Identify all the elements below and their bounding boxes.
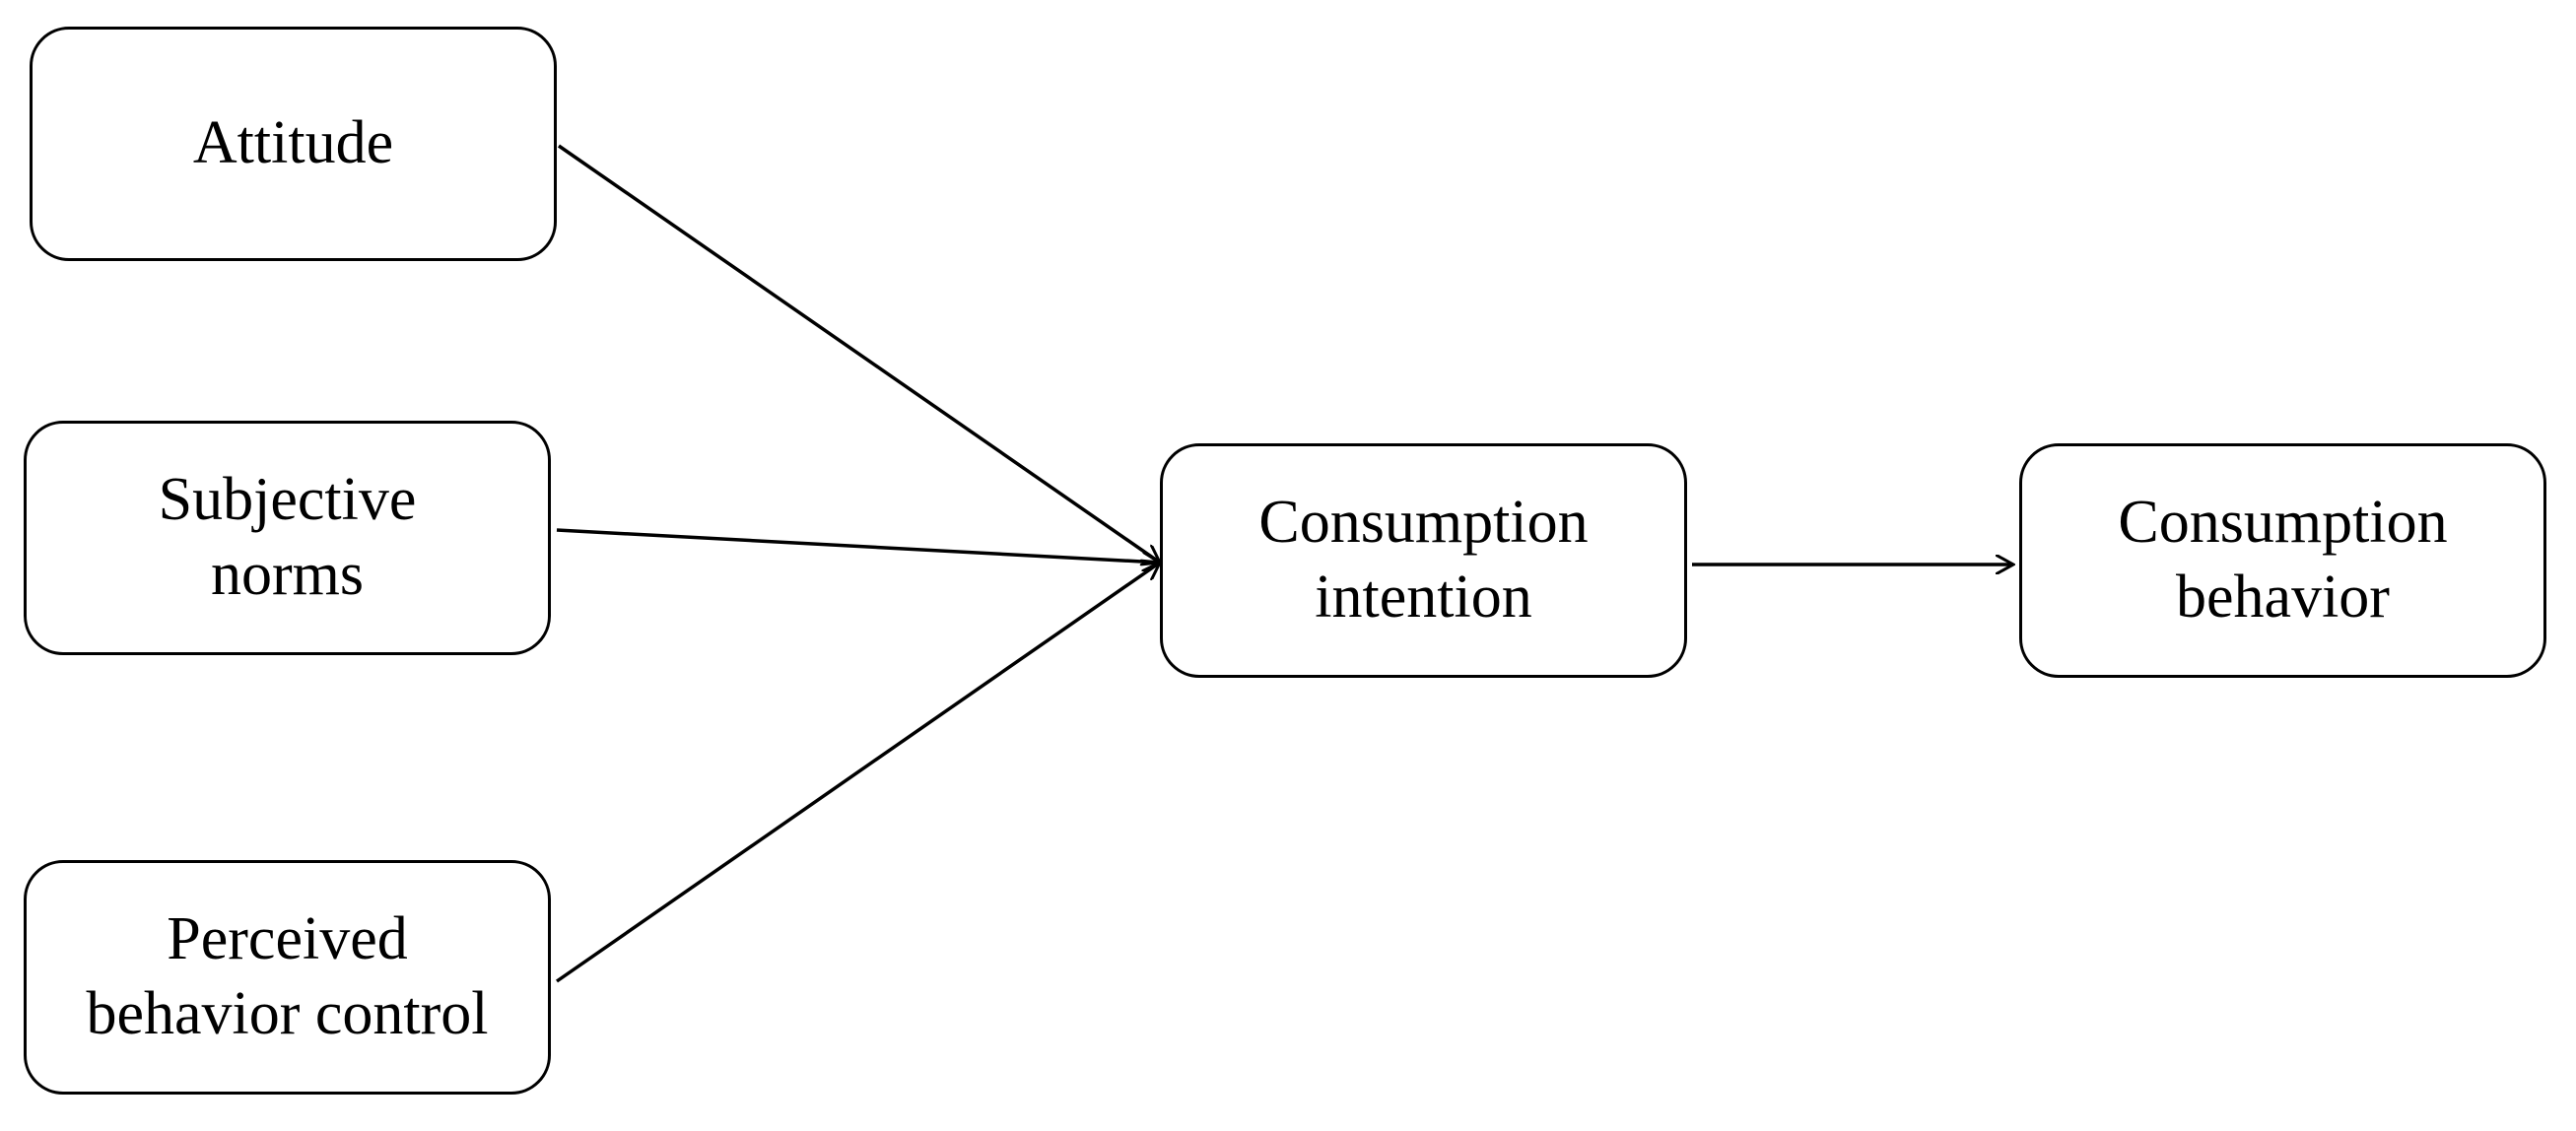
node-attitude: Attitude xyxy=(30,27,557,261)
node-consumption-intention-label-line-1: Consumption xyxy=(1258,489,1589,557)
node-subjective-norms-label-line-2: norms xyxy=(211,541,364,608)
node-perceived-behavior-control: Perceived behavior control xyxy=(24,860,551,1095)
node-consumption-behavior-label-line-2: behavior xyxy=(2176,564,2390,631)
node-consumption-behavior: Consumption behavior xyxy=(2019,443,2546,678)
edge-subjective-norms-to-intention xyxy=(556,528,1160,563)
node-perceived-behavior-control-label-line-2: behavior control xyxy=(86,980,489,1047)
node-subjective-norms: Subjective norms xyxy=(24,421,551,655)
node-attitude-label: Attitude xyxy=(192,109,394,177)
edge-attitude-to-intention xyxy=(558,144,1160,563)
node-perceived-behavior-control-label-line-1: Perceived xyxy=(167,905,408,973)
edge-perceived-control-to-intention xyxy=(556,563,1160,983)
node-subjective-norms-label-line-1: Subjective xyxy=(158,466,417,534)
node-consumption-behavior-label-line-1: Consumption xyxy=(2118,489,2448,557)
node-consumption-intention: Consumption intention xyxy=(1160,443,1687,678)
node-consumption-intention-label-line-2: intention xyxy=(1315,564,1532,631)
